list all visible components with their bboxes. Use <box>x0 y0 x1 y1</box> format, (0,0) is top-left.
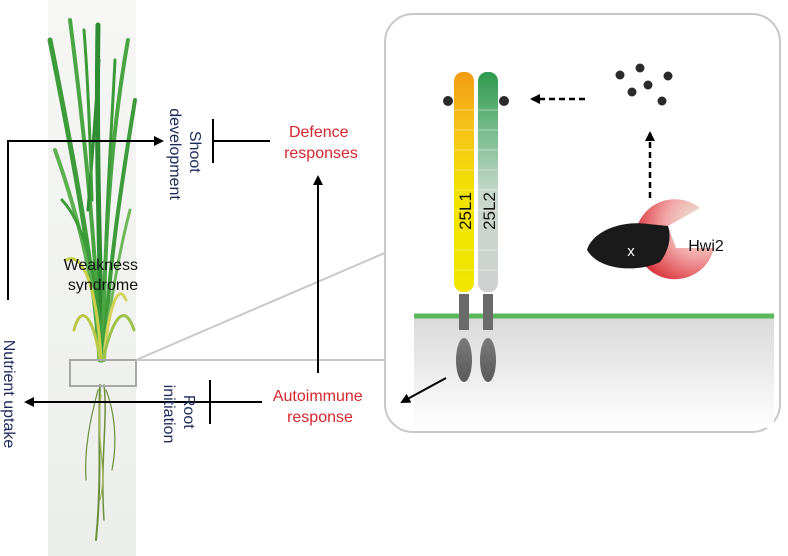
nutrient-uptake-to-shoot-arrow <box>7 136 164 300</box>
autoimmune-response-line2: response <box>287 409 353 426</box>
receptor-25l1-ectodomain <box>454 72 474 292</box>
cytoplasm-region <box>414 316 774 428</box>
receptor-25l2-ectodomain <box>478 72 498 292</box>
protein-x-shape <box>587 223 670 269</box>
protein-x-label: x <box>627 243 635 260</box>
weakness-syndrome-label: Weakness syndrome <box>64 257 143 294</box>
receptor-25l1-segments <box>454 109 474 271</box>
nutrient-uptake-label: Nutrient uptake <box>0 340 17 449</box>
receptor-25l1-transmembrane <box>459 294 469 330</box>
receptor-to-autoimmune-arrow <box>400 377 447 403</box>
root-initiation-line1: Root <box>180 395 197 429</box>
defence-responses-label: Defence responses <box>284 124 358 162</box>
root-zone-highlight-box <box>69 359 137 387</box>
defence-responses-line2: responses <box>284 145 358 162</box>
weakness-syndrome-line1: Weakness <box>64 257 138 274</box>
receptor-25l1-kinase-domain <box>456 338 472 382</box>
shoot-development-line1: Shoot <box>186 131 203 173</box>
receptor-25l1-label: 25L1 <box>456 192 475 230</box>
autoimmune-response-line1: Autoimmune <box>273 388 363 405</box>
hwi2-label: Hwi2 <box>688 238 724 255</box>
rice-plant-illustration <box>47 18 137 363</box>
autoimmune-response-label: Autoimmune response <box>273 388 367 426</box>
plant-roots <box>85 384 116 541</box>
receptor-25l2-segments <box>478 109 498 271</box>
shoot-development-label: Shoot development <box>166 108 203 200</box>
zoom-line-upper <box>135 239 416 361</box>
ligand-peptide-cluster <box>615 63 673 106</box>
receptor-25l2-transmembrane <box>483 294 493 330</box>
weakness-syndrome-line2: syndrome <box>68 277 138 294</box>
defence-responses-line1: Defence <box>289 124 349 141</box>
root-initiation-line2: initiation <box>160 385 177 444</box>
bound-ligand-dot-right <box>499 96 509 106</box>
root-initiation-label: Root initiation <box>160 385 197 444</box>
receptor-25l2-label: 25L2 <box>480 192 499 230</box>
bound-ligand-dot-left <box>443 96 453 106</box>
receptor-25l2-kinase-domain <box>480 338 496 382</box>
shoot-development-line2: development <box>166 108 183 200</box>
